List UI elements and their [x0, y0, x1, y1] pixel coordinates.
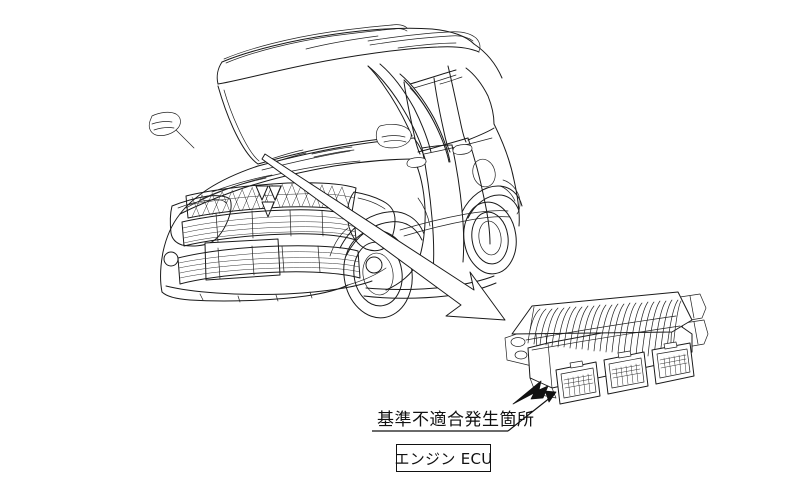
engine-ecu-module [504, 291, 709, 405]
rear-wheel [461, 185, 523, 275]
connector-3-pins [659, 353, 688, 377]
ecu-name-label: エンジン ECU [394, 449, 493, 468]
hood [179, 137, 427, 215]
bumper-lip [165, 280, 373, 303]
fuel-filler-door [472, 158, 496, 188]
door-handle-front [406, 157, 427, 168]
heatsink-base-ridges [525, 306, 681, 351]
bumper-slat-lines [178, 251, 361, 279]
mitsubishi-emblem-icon [255, 185, 282, 218]
heatsink-fins [527, 299, 682, 359]
door-handle-rear [452, 144, 473, 155]
body-side [363, 123, 520, 299]
callout-leader [372, 390, 557, 432]
connector-1-pins [563, 373, 594, 397]
connector-1 [555, 360, 601, 405]
side-mirror-left [148, 111, 195, 149]
side-mirror-right [375, 123, 412, 149]
ecu-pointer-arrow [512, 380, 549, 405]
vehicle-to-ecu-arrow [261, 153, 506, 321]
connector-3 [651, 341, 695, 385]
fender-lines [329, 197, 431, 257]
fog-lamp-right [365, 256, 383, 274]
vehicle-illustration [148, 24, 523, 319]
lower-slat-grille [181, 209, 357, 247]
upper-mesh-grille [185, 182, 357, 219]
fog-lamp-left [163, 251, 179, 267]
roof-panel [216, 27, 503, 85]
connector-2 [603, 350, 649, 395]
connector-2-pins [611, 363, 642, 387]
slat-lines [182, 215, 357, 244]
ecu-heatsink-plate [511, 291, 693, 335]
roof-rails [223, 24, 481, 64]
callout-label: 基準不適合発生箇所 [377, 410, 535, 430]
side-glass [367, 63, 495, 163]
bumper-lower-grille [177, 245, 361, 285]
ecu-name-box: エンジン ECU [394, 444, 493, 472]
